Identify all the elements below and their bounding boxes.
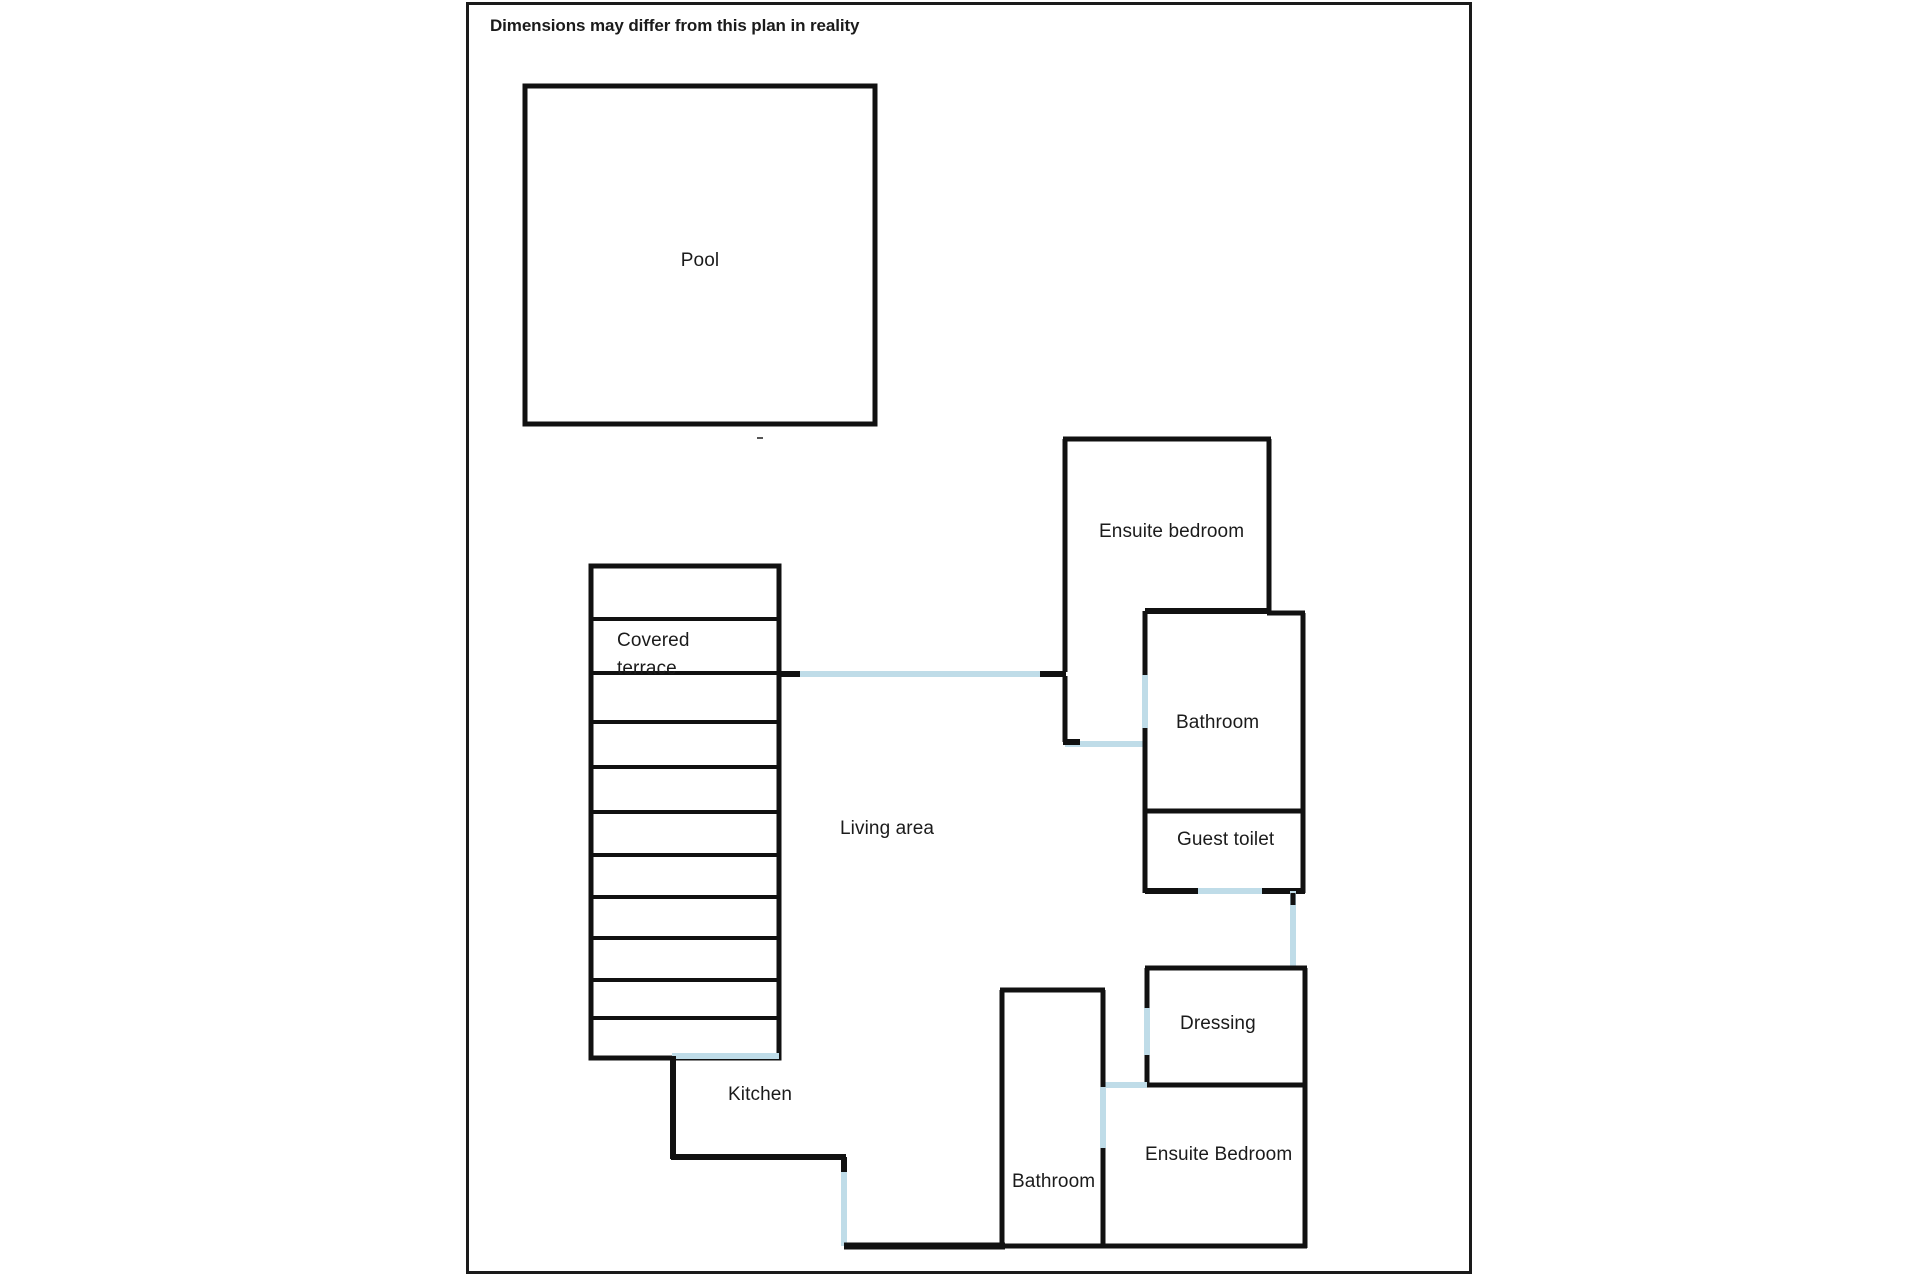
room-label-ensuite-bedroom-top: Ensuite bedroom bbox=[1099, 521, 1245, 542]
room-label-pool: Pool bbox=[680, 250, 720, 271]
room-label-ensuite-bedroom-bottom: Ensuite Bedroom bbox=[1145, 1144, 1293, 1165]
room-label-dressing: Dressing bbox=[1180, 1013, 1256, 1034]
room-label-bathroom-bottom: Bathroom bbox=[1012, 1171, 1096, 1192]
plan-disclaimer-text: Dimensions may differ from this plan in … bbox=[490, 16, 860, 35]
room-label-covered-terrace: Covered terrace bbox=[617, 627, 767, 683]
room-label-guest-toilet: Guest toilet bbox=[1177, 829, 1275, 850]
covered-terrace-line-1: Covered bbox=[617, 630, 690, 651]
room-label-kitchen: Kitchen bbox=[728, 1084, 793, 1105]
covered-terrace-line-2: terrace bbox=[617, 658, 677, 679]
room-label-living-area: Living area bbox=[840, 818, 935, 839]
room-label-bathroom-top: Bathroom bbox=[1176, 712, 1260, 733]
